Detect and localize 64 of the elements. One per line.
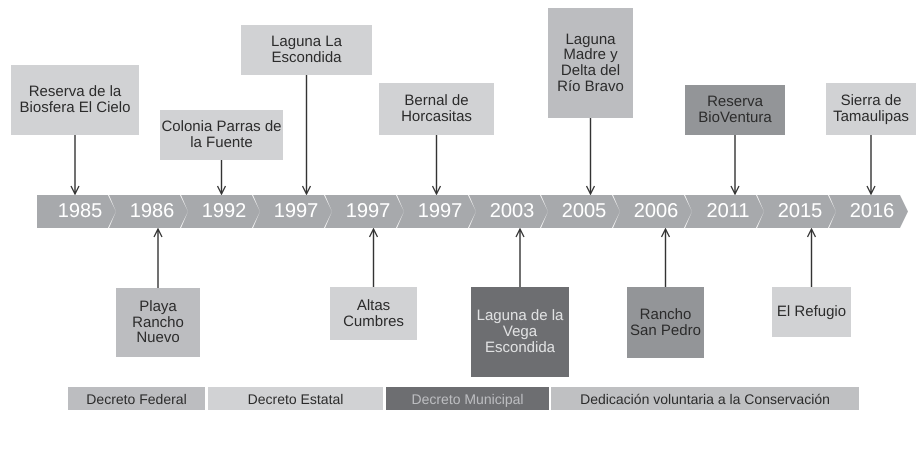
timeline-segment: [757, 195, 837, 228]
timeline-segment: [181, 195, 261, 228]
arrow: [432, 135, 442, 195]
arrow: [153, 228, 163, 288]
year-label: 2016: [848, 200, 894, 223]
timeline-segment: [397, 195, 477, 228]
year-label: 1997: [272, 200, 318, 223]
legend-label: Dedicación voluntaria a la Conservación: [580, 390, 830, 406]
year-label: 2003: [488, 200, 534, 223]
timeline-segment: [325, 195, 405, 228]
legend-label: Decreto Federal: [86, 390, 187, 406]
site-name: Sierra de Tamaulipas: [832, 93, 910, 125]
arrow: [730, 135, 740, 195]
arrow: [216, 160, 226, 195]
site-name: Altas Cumbres: [342, 298, 405, 330]
year-label: 1997: [344, 200, 390, 223]
site-name: Colonia Parras de la Fuente: [160, 119, 283, 151]
timeline-segment: [469, 195, 549, 228]
year-label: 2015: [776, 200, 822, 223]
site-name: Reserva BioVentura: [697, 94, 773, 126]
label-box: [471, 287, 569, 377]
label-box: [241, 25, 372, 75]
label-box: [330, 287, 417, 340]
site-name: Laguna La Escondida: [270, 34, 343, 66]
site-name: Laguna de la Vega Escondida: [476, 308, 564, 356]
label-box: [379, 83, 494, 135]
timeline-segment: [37, 195, 117, 228]
timeline-segment: [541, 195, 621, 228]
site-name: Reserva de la Biosfera El Cielo: [18, 84, 132, 116]
label-box: [772, 287, 851, 337]
site-name: Rancho San Pedro: [629, 306, 702, 338]
arrow: [70, 135, 80, 195]
label-box: [116, 288, 200, 357]
site-name: Bernal de Horcasitas: [400, 93, 473, 125]
year-label: 2006: [632, 200, 678, 223]
timeline-segment: [253, 195, 333, 228]
year-label: 1997: [416, 200, 462, 223]
year-label: 1992: [200, 200, 246, 223]
arrow: [368, 228, 378, 287]
year-label: 2005: [560, 200, 606, 223]
arrow: [515, 228, 525, 287]
arrow: [660, 228, 670, 287]
label-box: [11, 65, 139, 135]
site-name: Laguna Madre y Delta del Río Bravo: [556, 32, 625, 94]
year-label: 2011: [705, 200, 750, 223]
arrow: [866, 135, 876, 195]
arrow: [806, 228, 816, 287]
site-name: El Refugio: [776, 304, 846, 320]
timeline-segment: [109, 195, 189, 228]
site-name: Playa Rancho Nuevo: [131, 298, 185, 346]
arrow: [586, 118, 596, 195]
timeline-segment: [829, 195, 909, 228]
timeline-segment: [685, 195, 765, 228]
label-box: [826, 83, 916, 135]
arrow: [302, 75, 312, 195]
legend-label: Decreto Estatal: [248, 390, 344, 406]
label-box: [548, 8, 633, 118]
label-box: [160, 110, 283, 160]
timeline-segment: [613, 195, 693, 228]
label-box: [627, 287, 704, 358]
legend-label: Decreto Municipal: [411, 390, 524, 406]
label-box: [685, 85, 785, 135]
year-label: 1986: [128, 200, 174, 223]
year-label: 1985: [56, 200, 102, 223]
